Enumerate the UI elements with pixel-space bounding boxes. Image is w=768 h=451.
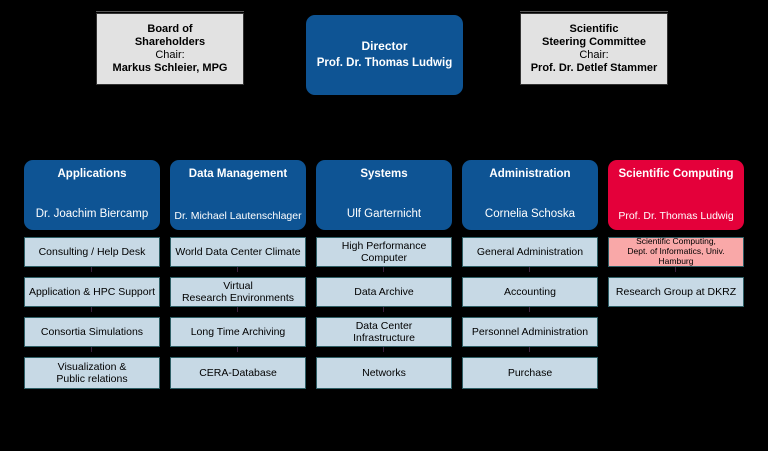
department-title: Applications <box>57 168 127 180</box>
director-box: Director Prof. Dr. Thomas Ludwig <box>306 15 463 95</box>
unit-box: Virtual Research Environments <box>170 277 306 307</box>
department-title: Data Management <box>188 168 288 180</box>
connector-stub <box>91 266 92 272</box>
unit-line1: Application & HPC Support <box>28 285 156 298</box>
unit-line1: Research Group at DKRZ <box>615 285 737 298</box>
unit-line1: Consortia Simulations <box>40 325 144 338</box>
department-lead: Dr. Joachim Biercamp <box>35 208 149 221</box>
department-header-applications: Applications Dr. Joachim Biercamp <box>24 160 160 230</box>
board-shadow <box>96 11 244 12</box>
connector-stub <box>383 306 384 312</box>
unit-line2: Infrastructure <box>353 332 415 344</box>
unit-box: Data Center Infrastructure <box>316 317 452 347</box>
unit-box: Personnel Administration <box>462 317 598 347</box>
department-lead: Cornelia Schoska <box>484 208 576 221</box>
unit-line1: Purchase <box>507 366 553 379</box>
unit-box: Application & HPC Support <box>24 277 160 307</box>
unit-line2: Public relations <box>56 373 128 385</box>
unit-line2: Computer <box>360 252 408 264</box>
unit-box: Accounting <box>462 277 598 307</box>
unit-line1: Data Center <box>355 319 413 332</box>
unit-box: Purchase <box>462 357 598 389</box>
unit-box-external: Scientific Computing, Dept. of Informati… <box>608 237 744 267</box>
department-lead: Dr. Michael Lautenschlager <box>174 209 302 222</box>
unit-line1: Long Time Archiving <box>190 325 286 338</box>
unit-box: General Administration <box>462 237 598 267</box>
unit-box: Research Group at DKRZ <box>608 277 744 307</box>
department-header-systems: Systems Ulf Garternicht <box>316 160 452 230</box>
unit-line1: Data Archive <box>354 285 414 298</box>
department-header-administration: Administration Cornelia Schoska <box>462 160 598 230</box>
unit-box: High Performance Computer <box>316 237 452 267</box>
connector-stub <box>91 346 92 352</box>
scientific-steering-committee-box: Scientific Steering Committee Chair: Pro… <box>520 13 668 85</box>
board-line2: Shareholders <box>134 36 206 49</box>
connector-stub <box>237 346 238 352</box>
connector-stub <box>383 266 384 272</box>
unit-box: Consulting / Help Desk <box>24 237 160 267</box>
department-lead: Ulf Garternicht <box>346 208 422 221</box>
steering-chair-label: Chair: <box>579 49 609 61</box>
board-chair-label: Chair: <box>155 49 185 61</box>
unit-box: CERA-Database <box>170 357 306 389</box>
unit-box: Long Time Archiving <box>170 317 306 347</box>
connector-stub <box>529 346 530 352</box>
department-header-data-management: Data Management Dr. Michael Lautenschlag… <box>170 160 306 230</box>
unit-line1: Visualization & <box>57 360 127 373</box>
connector-stub <box>529 266 530 272</box>
unit-line1: Scientific Computing, <box>636 236 716 247</box>
unit-line1: World Data Center Climate <box>175 245 301 258</box>
unit-box: Visualization & Public relations <box>24 357 160 389</box>
unit-line1: CERA-Database <box>199 366 277 379</box>
steering-chair-name: Prof. Dr. Detlef Stammer <box>530 61 658 74</box>
connector-stub <box>91 306 92 312</box>
unit-line1: Consulting / Help Desk <box>38 245 146 258</box>
director-title: Director <box>361 39 408 54</box>
connector-stub <box>383 346 384 352</box>
department-title: Administration <box>489 168 571 180</box>
department-title: Scientific Computing <box>618 168 734 180</box>
connector-stub <box>237 266 238 272</box>
unit-line1: High Performance <box>341 239 427 252</box>
connector-stub <box>529 306 530 312</box>
unit-box: Data Archive <box>316 277 452 307</box>
steering-line1: Scientific <box>569 23 619 36</box>
department-title: Systems <box>360 168 408 180</box>
board-of-shareholders-box: Board of Shareholders Chair: Markus Schl… <box>96 13 244 85</box>
board-chair-name: Markus Schleier, MPG <box>112 61 228 74</box>
unit-line1: Accounting <box>504 285 556 298</box>
steering-line2: Steering Committee <box>542 36 646 49</box>
unit-line1: Virtual <box>223 279 253 292</box>
unit-box: World Data Center Climate <box>170 237 306 267</box>
unit-line2: Research Environments <box>181 292 295 304</box>
department-header-scientific-computing: Scientific Computing Prof. Dr. Thomas Lu… <box>608 160 744 230</box>
unit-line1: General Administration <box>476 245 584 258</box>
unit-box: Consortia Simulations <box>24 317 160 347</box>
unit-line1: Personnel Administration <box>471 325 589 338</box>
board-line1: Board of <box>147 23 193 36</box>
steering-shadow <box>520 11 668 12</box>
unit-line2: Dept. of Informatics, Univ. Hamburg <box>627 246 725 266</box>
unit-line1: Networks <box>362 366 406 379</box>
connector-stub <box>237 306 238 312</box>
unit-box: Networks <box>316 357 452 389</box>
director-name: Prof. Dr. Thomas Ludwig <box>316 57 453 70</box>
department-lead: Prof. Dr. Thomas Ludwig <box>618 209 734 222</box>
connector-stub <box>675 266 676 272</box>
